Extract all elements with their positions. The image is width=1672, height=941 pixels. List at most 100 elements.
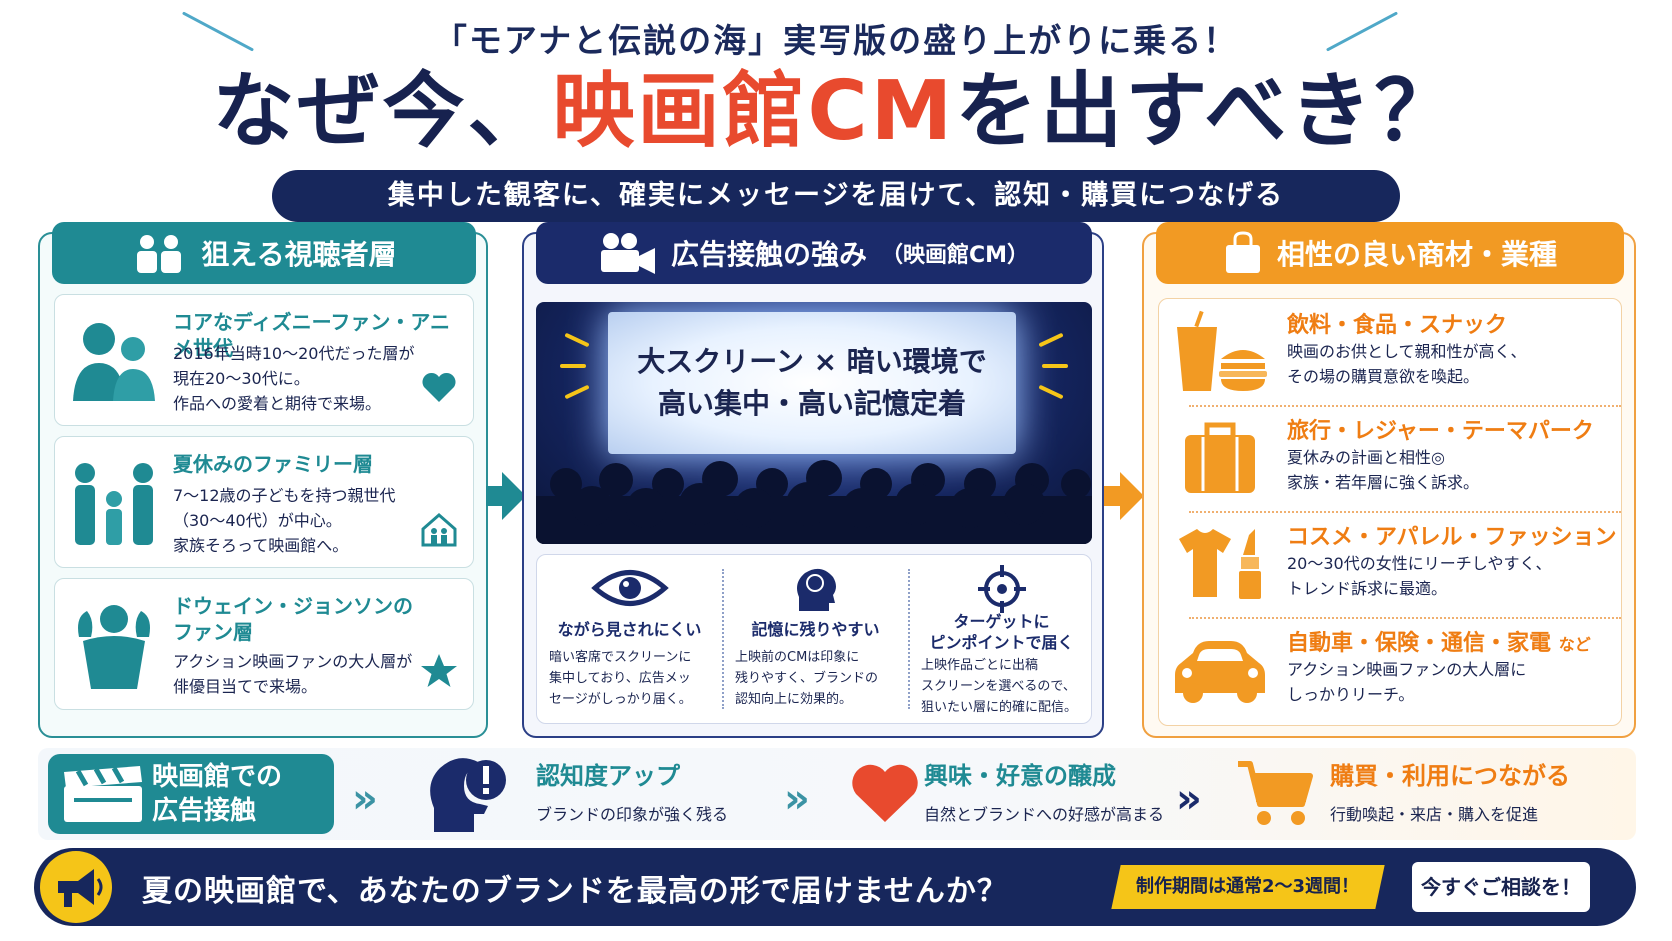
industry-title-text: 自動車・保険・通信・家電 bbox=[1287, 631, 1552, 656]
glow-mark bbox=[1042, 364, 1068, 368]
desc-line: 現在20〜30代に。 bbox=[173, 369, 310, 388]
desc-line: （30〜40代）が中心。 bbox=[173, 511, 342, 530]
audience-title: ドウェイン・ジョンソンの ファン層 bbox=[173, 594, 413, 644]
divider bbox=[908, 569, 910, 709]
desc-line: 残りやすく、ブランドの bbox=[735, 671, 879, 686]
desc-line: アクション映画ファンの大人層に bbox=[1287, 660, 1527, 679]
desc-line: 集中しており、広告メッ bbox=[549, 671, 691, 686]
glow-mark bbox=[1038, 384, 1064, 400]
industry-title: コスメ・アパレル・ファッション bbox=[1287, 525, 1617, 550]
strength-heading-sub: （映画館CM） bbox=[880, 243, 1030, 268]
industry-heading-text: 相性の良い商材・業種 bbox=[1276, 238, 1557, 271]
industry-fashion: コスメ・アパレル・ファッション 20〜30代の女性にリーチしやすく、 トレンド訴… bbox=[1159, 511, 1623, 615]
feature-desc: 上映前のCMは印象に 残りやすく、ブランドの 認知向上に効果的。 bbox=[735, 647, 905, 710]
cta-bar: 夏の映画館で、あなたのブランドを最高の形で届けませんか？ 制作期間は通常2〜3週… bbox=[34, 848, 1636, 926]
strength-panel: 広告接触の強み （映画館CM） 大スクリーン × 暗い環境で 高い集中・高い記憶… bbox=[522, 222, 1104, 738]
feature-desc: 暗い客席でスクリーンに 集中しており、広告メッ セージがしっかり届く。 bbox=[549, 647, 719, 710]
chevron-right-icon: » bbox=[1176, 776, 1202, 822]
chevron-right-icon: » bbox=[352, 776, 378, 822]
feature-memorable: 記憶に残りやすい 上映前のCMは印象に 残りやすく、ブランドの 認知向上に効果的… bbox=[723, 555, 908, 725]
industry-auto: 自動車・保険・通信・家電 など アクション映画ファンの大人層に しっかりリーチ。 bbox=[1159, 617, 1623, 721]
feature-targeting: ターゲットに ピンポイントで届く 上映作品ごとに出稿 スクリーンを選べるので、 … bbox=[909, 555, 1094, 725]
header-tagline: 「モアナと伝説の海」実写版の盛り上がりに乗る！ bbox=[433, 21, 1239, 60]
glow-mark bbox=[564, 384, 590, 400]
industry-panel: 相性の良い商材・業種 飲料・食品・スナック 映画のお供として親和性が高く、 その… bbox=[1142, 222, 1636, 738]
divider bbox=[1189, 511, 1621, 513]
step-title: 購買・利用につながる bbox=[1330, 762, 1570, 790]
cinema-screen: 大スクリーン × 暗い環境で 高い集中・高い記憶定着 bbox=[608, 312, 1016, 454]
title-highlight: 映画館CM bbox=[552, 64, 956, 159]
audience-title: コアなディズニーファン・アニメ世代 bbox=[173, 310, 450, 360]
audience-desc: 7〜12歳の子どもを持つ親世代 （30〜40代）が中心。 家族そろって映画館へ。 bbox=[173, 483, 443, 558]
target-icon bbox=[977, 565, 1026, 613]
fans-couple-icon bbox=[73, 323, 155, 401]
flow-step-awareness: 認知度アップ ブランドの印象が強く残る bbox=[536, 756, 728, 825]
desc-line: 上映作品ごとに出稿 bbox=[921, 658, 1039, 673]
desc-line: 夏休みの計画と相性◎ bbox=[1287, 448, 1445, 467]
audience-heading: 狙える視聴者層 bbox=[52, 222, 476, 284]
glow-mark bbox=[560, 364, 586, 368]
home-family-icon bbox=[421, 513, 457, 547]
eye-icon bbox=[590, 570, 669, 606]
heart-icon bbox=[422, 372, 456, 402]
muscle-man-icon bbox=[78, 605, 150, 689]
desc-line: セージがしっかり届く。 bbox=[549, 692, 692, 707]
desc-line: アクション映画ファンの大人層が bbox=[173, 652, 413, 671]
audience-panel: 狙える視聴者層 コアなディズニーファン・アニメ世代 2016年当時10〜20代だ… bbox=[38, 222, 488, 738]
subtitle-bar: 集中した観客に、確実にメッセージを届けて、認知・購買につなげる bbox=[272, 170, 1400, 222]
flow-step-purchase: 購買・利用につながる 行動喚起・来店・購入を促進 bbox=[1330, 756, 1570, 825]
suitcase-icon bbox=[1185, 422, 1255, 493]
flow-start-text: 映画館での 広告接触 bbox=[152, 760, 282, 828]
audience-desc: アクション映画ファンの大人層が 俳優目当てで来場。 bbox=[173, 649, 443, 699]
tshirt-lipstick-icon bbox=[1179, 529, 1261, 599]
megaphone-icon bbox=[40, 851, 112, 923]
arrow-right-icon bbox=[1104, 472, 1144, 520]
screen-line: 高い集中・高い記憶定着 bbox=[657, 387, 966, 420]
desc-line: 暗い客席でスクリーンに bbox=[549, 650, 692, 665]
strength-heading: 広告接触の強み （映画館CM） bbox=[536, 222, 1092, 284]
industry-desc: 夏休みの計画と相性◎ 家族・若年層に強く訴求。 bbox=[1287, 445, 1617, 495]
desc-line: 作品への愛着と期待で来場。 bbox=[173, 394, 382, 413]
desc-line: 認知向上に効果的。 bbox=[735, 692, 853, 707]
audience-desc: 2016年当時10〜20代だった層が 現在20〜30代に。 作品への愛着と期待で… bbox=[173, 341, 443, 416]
desc-line: 家族そろって映画館へ。 bbox=[173, 536, 349, 555]
flow-start-line: 映画館での bbox=[152, 762, 283, 792]
production-period-badge: 制作期間は通常2〜3週間！ bbox=[1111, 865, 1385, 909]
chevron-right-icon: » bbox=[784, 776, 810, 822]
car-icon bbox=[1175, 641, 1265, 703]
industry-title: 自動車・保険・通信・家電 など bbox=[1287, 625, 1591, 657]
consult-button[interactable]: 今すぐご相談を！ bbox=[1412, 862, 1590, 912]
industry-desc: 20〜30代の女性にリーチしやすく、 トレンド訴求に最適。 bbox=[1287, 551, 1617, 601]
industry-title-suffix: など bbox=[1558, 635, 1591, 654]
family-icon bbox=[75, 463, 153, 545]
star-icon bbox=[421, 654, 457, 687]
title-post: を出すべき？ bbox=[955, 64, 1460, 159]
feature-title: ながら見されにくい bbox=[557, 620, 702, 639]
audience-title: 夏休みのファミリー層 bbox=[173, 452, 373, 476]
desc-line: トレンド訴求に最適。 bbox=[1287, 579, 1448, 598]
desc-line: しっかりリーチ。 bbox=[1287, 685, 1415, 704]
feature-desc: 上映作品ごとに出稿 スクリーンを選べるので、 狙いたい層に的確に配信。 bbox=[921, 655, 1091, 718]
heart-icon bbox=[852, 764, 918, 822]
feature-title: 記憶に残りやすい bbox=[751, 620, 880, 639]
brain-head-icon bbox=[796, 568, 836, 611]
divider bbox=[722, 569, 724, 709]
head-alert-icon bbox=[430, 758, 506, 832]
step-title: 興味・好意の醸成 bbox=[924, 762, 1116, 790]
divider bbox=[1189, 405, 1621, 407]
industry-list: 飲料・食品・スナック 映画のお供として親和性が高く、 その場の購買意欲を喚起。 … bbox=[1158, 298, 1622, 726]
strength-features: ながら見されにくい 暗い客席でスクリーンに 集中しており、広告メッ セージがしっ… bbox=[536, 554, 1092, 724]
shopping-cart-icon bbox=[1238, 761, 1313, 825]
drink-burger-icon bbox=[1177, 310, 1267, 391]
clapperboard-icon bbox=[64, 766, 142, 822]
shopping-bag-icon bbox=[1225, 231, 1260, 273]
industry-title: 旅行・レジャー・テーマパーク bbox=[1287, 419, 1594, 444]
step-desc: 行動喚起・来店・購入を促進 bbox=[1330, 805, 1539, 824]
desc-line: 7〜12歳の子どもを持つ親世代 bbox=[173, 486, 396, 505]
flow-start: 映画館での 広告接触 bbox=[48, 754, 334, 834]
audience-heading-text: 狙える視聴者層 bbox=[201, 238, 397, 271]
effect-flow: 映画館での 広告接触 » 認知度アップ ブランドの印象が強く残る » 興味・好意… bbox=[38, 748, 1636, 840]
audience-card-disney: コアなディズニーファン・アニメ世代 2016年当時10〜20代だった層が 現在2… bbox=[54, 294, 474, 426]
video-camera-icon bbox=[600, 233, 655, 274]
industry-desc: アクション映画ファンの大人層に しっかりリーチ。 bbox=[1287, 657, 1617, 707]
